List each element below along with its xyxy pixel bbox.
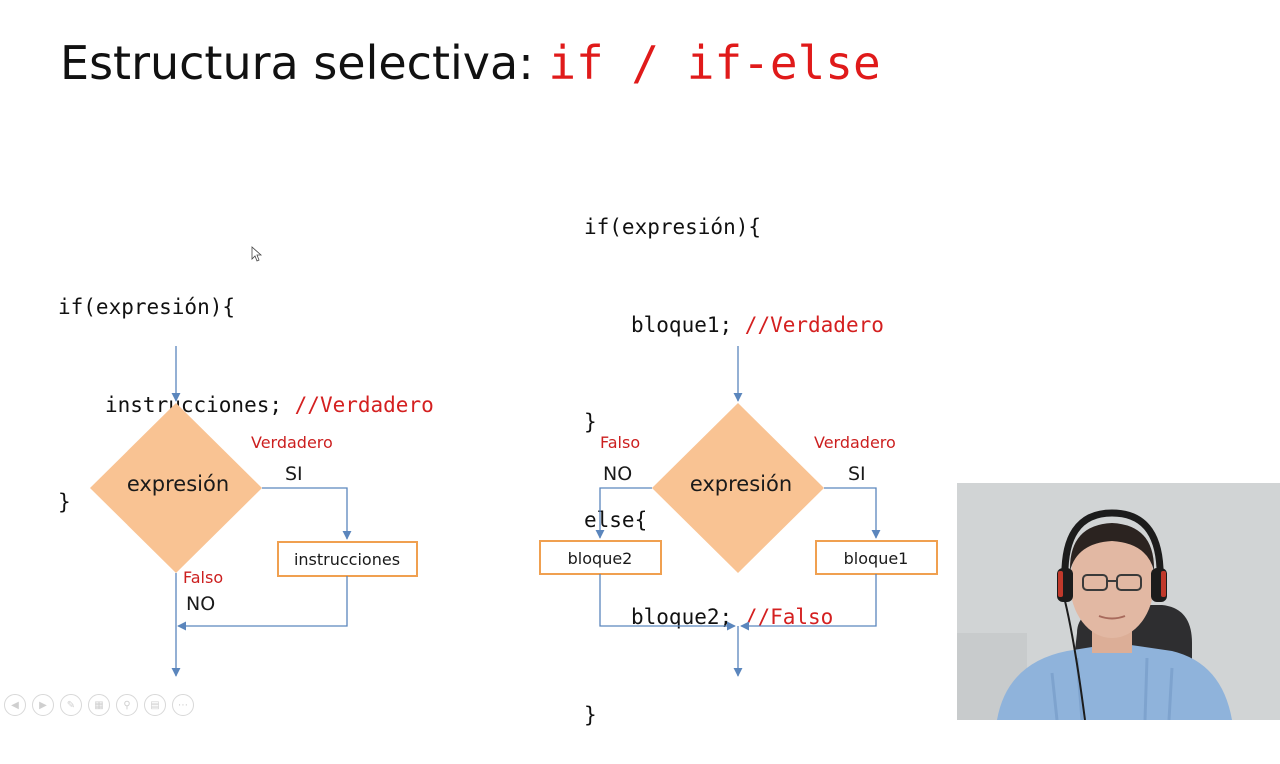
webcam-overlay [957,483,1280,720]
if-yes-label: SI [285,463,303,485]
pen-icon[interactable]: ✎ [60,694,82,716]
if-false-label: Falso [183,568,223,587]
title-code: if / if-else [548,36,881,90]
if-instrucciones-text: instrucciones [294,550,400,569]
ifelse-yes-label: SI [848,463,866,485]
code-if-line1: if(expresión){ [58,295,236,319]
previous-icon[interactable]: ◀ [4,694,26,716]
code-ifelse-line4: else{ [584,507,648,532]
code-if-line2-comment: //Verdadero [294,392,434,417]
more-icon[interactable]: ⋯ [172,694,194,716]
ifelse-bloque2-text: bloque2 [568,549,633,568]
if-true-label: Verdadero [251,433,333,452]
ifelse-true-label: Verdadero [814,433,896,452]
if-decision-diamond [90,403,262,573]
ifelse-merge-left [599,574,736,631]
slide-title: Estructura selectiva: if / if-else [60,36,881,90]
if-merge-connector [177,576,348,631]
code-if-line2: instrucciones; //Verdadero [58,389,434,422]
flowcharts: expresión Verdadero SI instrucciones Fal… [90,246,938,677]
if-true-connector [262,487,352,540]
ifelse-decision-text: expresión [690,472,792,496]
zoom-icon[interactable]: ⚲ [116,694,138,716]
if-no-label: NO [186,593,215,615]
code-ifelse-line2: bloque1; //Verdadero [584,309,884,342]
code-ifelse-line5-comment: //Falso [744,605,834,629]
flowchart-if: expresión Verdadero SI instrucciones Fal… [90,346,418,677]
flowchart-ifelse: expresión Verdadero SI Falso NO bloque1 … [539,346,938,677]
subtitles-icon[interactable]: ▤ [144,694,166,716]
code-if-line3: } [58,490,71,514]
code-ifelse-line5: bloque2; //Falso [584,601,884,634]
mouse-cursor-icon [251,246,263,262]
slides-icon[interactable]: ▦ [88,694,110,716]
ifelse-bloque1-text: bloque1 [844,549,909,568]
next-icon[interactable]: ▶ [32,694,54,716]
code-ifelse-line1: if(expresión){ [584,215,762,239]
title-text: Estructura selectiva: [60,36,549,90]
code-if-line2-code: instrucciones; [105,392,295,417]
ifelse-merge-right [740,574,877,631]
ifelse-false-label: Falso [600,433,640,452]
code-ifelse-line2-comment: //Verdadero [744,312,884,337]
ifelse-no-label: NO [603,463,632,485]
if-decision-text: expresión [127,472,229,496]
code-ifelse-line3: } [584,410,597,434]
presenter-figure [957,483,1280,720]
code-ifelse-line2-code: bloque1; [631,312,745,337]
ifelse-false-connector [595,487,652,539]
ifelse-true-connector [824,487,881,539]
ifelse-bloque2-box [539,540,662,575]
code-ifelse-line5-code: bloque2; [631,605,745,629]
code-if: if(expresión){ instrucciones; //Verdader… [58,226,434,551]
ifelse-decision-diamond [652,403,824,573]
ifelse-bloque1-box [815,540,938,575]
slideshow-toolbar: ◀ ▶ ✎ ▦ ⚲ ▤ ⋯ [4,694,194,716]
